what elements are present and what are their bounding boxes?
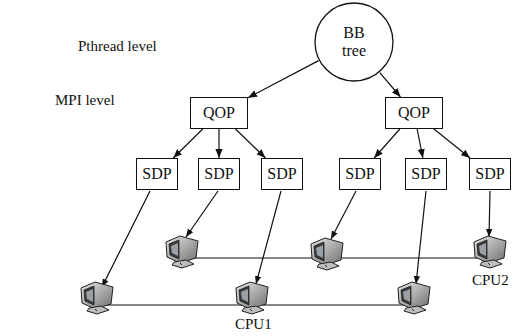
tree-arrow [434, 129, 470, 158]
assign-arrow [186, 191, 218, 237]
level-label: MPI level [55, 92, 115, 109]
tree-arrow [173, 129, 202, 158]
tree-arrow [218, 129, 219, 158]
computer-icon [236, 282, 268, 314]
sdp-box: SDP [136, 158, 178, 190]
computer-icon [311, 238, 343, 270]
sdp-box: SDP [261, 158, 303, 190]
computer-icon [81, 282, 113, 314]
tree-arrow [380, 73, 401, 97]
computer-icon [474, 236, 506, 268]
tree-arrow [417, 129, 423, 158]
node-text: QOP [203, 104, 235, 122]
node-text: SDP [345, 165, 374, 183]
node-text: QOP [398, 104, 430, 122]
root-circle: BB tree [314, 2, 394, 82]
level-label: Pthread level [78, 38, 157, 55]
sdp-box: SDP [339, 158, 381, 190]
assign-arrow [256, 191, 281, 284]
computer-icon [398, 282, 430, 314]
tree-arrow [248, 61, 319, 98]
node-text: SDP [142, 165, 171, 183]
assign-arrow [489, 191, 490, 237]
node-text: BB tree [334, 24, 374, 59]
tree-arrow [236, 129, 266, 158]
node-text: SDP [204, 165, 233, 183]
qop-box: QOP [190, 97, 248, 129]
assign-arrow [416, 191, 426, 284]
assign-arrow [102, 191, 150, 287]
sdp-box: SDP [469, 158, 511, 190]
computer-icon [166, 236, 198, 268]
qop-box: QOP [385, 97, 443, 129]
cpu-label: CPU2 [472, 272, 509, 289]
cpu-label: CPU1 [235, 316, 272, 333]
node-text: SDP [267, 165, 296, 183]
tree-arrow [374, 129, 400, 158]
sdp-box: SDP [405, 158, 447, 190]
sdp-box: SDP [198, 158, 240, 190]
node-text: SDP [411, 165, 440, 183]
node-text: SDP [475, 165, 504, 183]
assign-arrow [331, 191, 356, 239]
